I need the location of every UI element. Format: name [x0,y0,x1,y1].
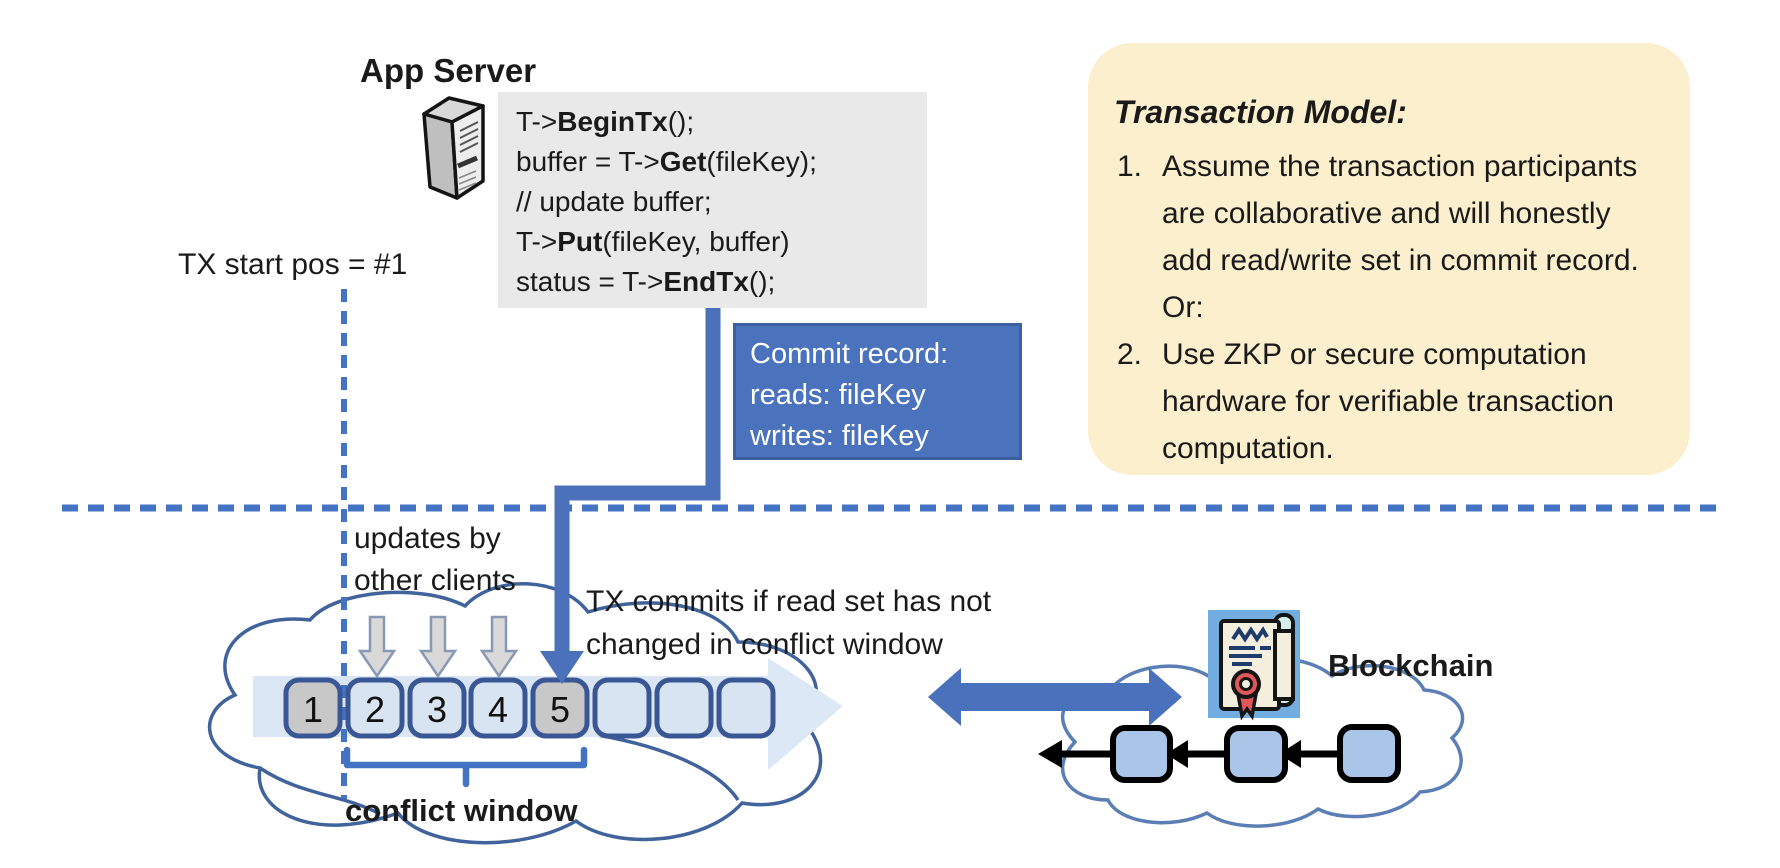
blockchain-chain [1038,724,1401,783]
commit-record-box: Commit record: reads: fileKey writes: fi… [733,323,1022,460]
timeline-box-4 [468,677,528,739]
block-icon [1110,725,1173,783]
tx-commits-label: TX commits if read set has not changed i… [586,585,992,661]
timeline-box-number [657,682,711,738]
blockchain-label: Blockchain [1328,648,1494,683]
chain-arrow-icon [1279,740,1301,768]
timeline-box-1 [283,677,343,739]
timeline-box-number [719,682,773,738]
timeline-box-number: 3 [426,689,448,730]
code-snippet-panel: T->BeginTx();buffer = T->Get(fileKey);//… [498,92,927,308]
block-icon [1224,725,1288,783]
item-text: Use ZKP or secure computation hardware f… [1162,338,1623,465]
item-number: 1. [1117,150,1143,183]
ledger-certificate-icon [1208,610,1300,721]
chain-arrow-icon [1166,740,1188,768]
timeline-box-2 [345,677,405,739]
conflict-window-bracket [343,746,588,788]
timeline-box-3 [407,677,467,739]
timeline-box-6 [592,677,652,739]
transaction-model-item: 1. Assume the transaction participants a… [1117,143,1647,331]
conflict-window-label: conflict window [345,793,578,828]
transaction-model-note [1088,43,1690,475]
sync-double-arrow [928,668,1182,726]
commit-record-line: reads: fileKey [750,379,926,411]
timeline-box-number: 5 [549,689,571,730]
item-text: Assume the transaction participants are … [1162,150,1639,324]
timeline-box-7 [654,677,714,739]
block-icon [1337,724,1401,783]
commit-connector-arrow [540,308,721,684]
item-number: 2. [1117,338,1143,371]
timeline-box-8 [716,677,776,739]
update-arrow-icon [418,615,458,679]
transaction-model-item: 2. Use ZKP or secure computation hardwar… [1117,331,1647,472]
chain-arrow-icon [1038,740,1062,768]
timeline-box-number: 4 [487,689,509,730]
timeline-box-number: 2 [364,689,386,730]
timeline-box-number: 1 [302,689,324,730]
updates-by-clients-label: updates by other clients [354,522,516,597]
server-icon [422,96,485,200]
commit-record-line: writes: fileKey [750,420,929,452]
update-arrow-icon [479,615,519,679]
transaction-model-title: Transaction Model: [1114,94,1407,130]
update-arrow-icon [357,615,397,679]
transaction-model-list: 1. Assume the transaction participants a… [1117,143,1647,472]
tx-start-pos-label: TX start pos = #1 [178,248,408,281]
commit-record-line: Commit record: [750,338,949,370]
update-arrows [357,615,519,679]
timeline-boxes [283,677,776,739]
app-server-title: App Server [360,52,537,89]
timeline-box-number [595,682,649,738]
